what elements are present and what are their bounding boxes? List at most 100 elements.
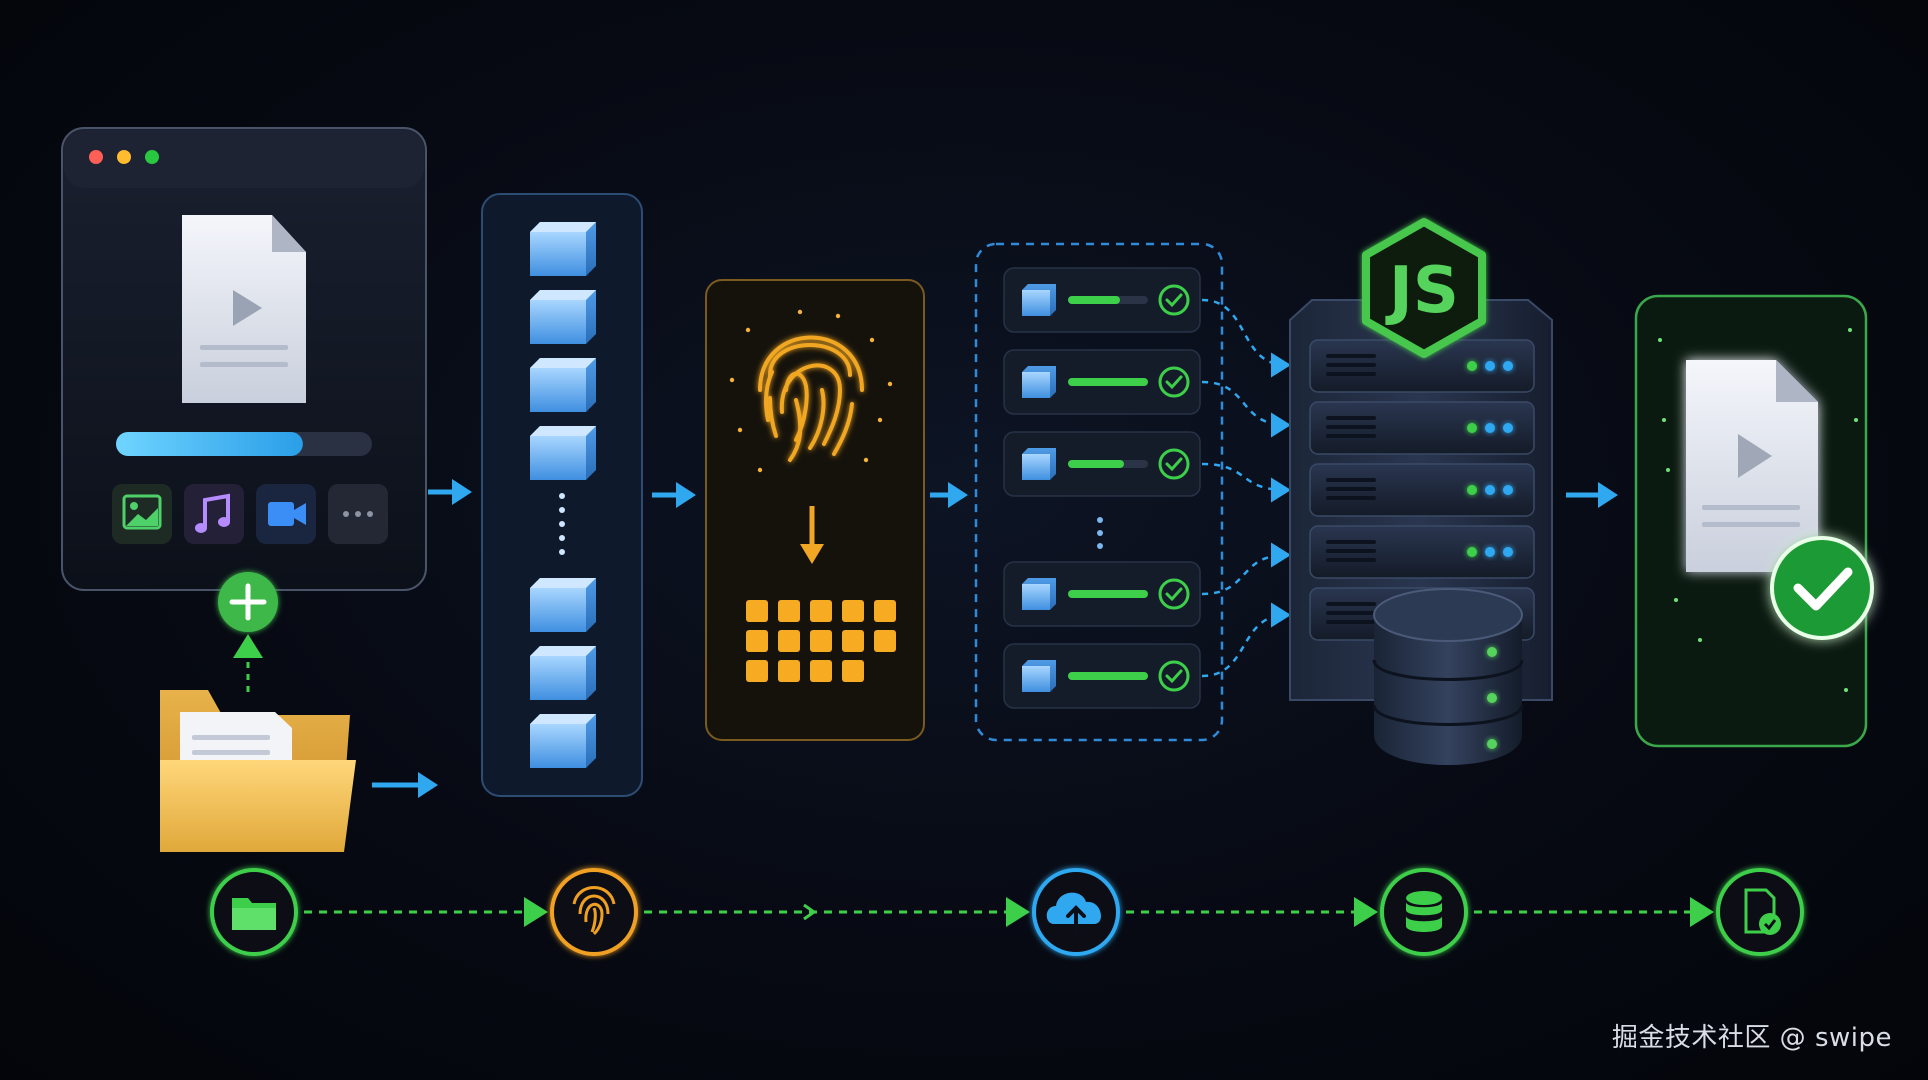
hash-cell: [746, 630, 768, 652]
spark-dot: [1854, 418, 1858, 422]
hash-cell: [874, 600, 896, 622]
queue-link-arrow: [1201, 462, 1291, 503]
pipeline-mid-chevron: [803, 903, 817, 921]
upload-queue-row: [1003, 349, 1201, 415]
chunk-check-icon: [1158, 448, 1190, 480]
hash-cell: [778, 630, 800, 652]
upload-queue-row: [1003, 643, 1201, 709]
spark-dot: [1848, 328, 1852, 332]
upload-window: [61, 127, 427, 591]
hash-cell: [842, 630, 864, 652]
chunk-check-icon: [1158, 366, 1190, 398]
hash-cell: [810, 660, 832, 682]
queue-link-arrow: [1201, 298, 1291, 378]
spark-dot: [1658, 338, 1662, 342]
arrow-window-to-chunks: [428, 479, 472, 505]
upload-queue: [974, 242, 1291, 742]
arrow-chunks-to-hash: [652, 482, 696, 508]
more-icon: [343, 511, 373, 517]
video-camera-icon: [268, 502, 306, 526]
hash-grid: [746, 600, 896, 682]
spark-dot: [1698, 638, 1702, 642]
folder-to-chunks-arrow: [372, 772, 438, 798]
music-icon: [195, 493, 230, 533]
queue-link-arrow: [1201, 380, 1291, 438]
hash-cell: [778, 600, 800, 622]
file-chunk-cube: [530, 290, 596, 344]
window-maximize-dot[interactable]: [145, 150, 159, 164]
spark-dot: [1666, 468, 1670, 472]
video-document-icon: [182, 215, 306, 403]
chunk-check-icon: [1158, 578, 1190, 610]
spark-dot: [887, 381, 893, 387]
server-unit: [1309, 339, 1535, 393]
spark-dot: [877, 417, 883, 423]
spark-dot: [797, 309, 803, 315]
queue-to-server-links: [1201, 298, 1291, 678]
spark-dot: [1662, 418, 1666, 422]
bottom-pipeline: [210, 868, 1804, 956]
file-check-icon: [1716, 868, 1804, 956]
spark-dot: [835, 313, 841, 319]
success-check-icon: [1770, 536, 1874, 640]
upload-queue-row: [1003, 267, 1201, 333]
media-more-tile[interactable]: [328, 484, 388, 544]
window-close-dot[interactable]: [89, 150, 103, 164]
file-chunk-cube: [530, 222, 596, 276]
server-unit: [1309, 525, 1535, 579]
spark-dot: [1674, 598, 1678, 602]
watermark-text: 掘金技术社区 @ swipe: [1611, 1023, 1892, 1053]
cloud-upload-icon: [1032, 868, 1120, 956]
database-cylinder: [1372, 588, 1524, 765]
result-panel: [1634, 294, 1874, 748]
media-music-tile[interactable]: [184, 484, 244, 544]
hash-cell: [746, 600, 768, 622]
arrow-server-to-result: [1566, 482, 1618, 508]
chunk-check-icon: [1158, 660, 1190, 692]
chunk-ellipsis: [559, 493, 565, 555]
spark-dot: [745, 327, 751, 333]
upload-queue-row: [1003, 431, 1201, 497]
completed-document-icon: [1686, 360, 1818, 572]
server-unit: [1309, 401, 1535, 455]
window-minimize-dot[interactable]: [117, 150, 131, 164]
fingerprint-icon: [550, 868, 638, 956]
upload-queue-row: [1003, 561, 1201, 627]
chunk-check-icon: [1158, 284, 1190, 316]
arrow-hash-to-queue: [930, 482, 968, 508]
hash-panel: [705, 279, 925, 741]
fingerprint-icon: [758, 335, 864, 462]
queue-link-arrow: [1201, 542, 1291, 596]
spark-dot: [1844, 688, 1848, 692]
hash-cell: [746, 660, 768, 682]
media-image-tile[interactable]: [112, 484, 172, 544]
spark-dot: [757, 467, 763, 473]
image-icon: [122, 494, 162, 530]
file-chunk-cube: [530, 426, 596, 480]
folder-icon: [160, 690, 356, 852]
hash-cell: [874, 630, 896, 652]
file-chunk-cube: [530, 578, 596, 632]
file-chunk-cube: [530, 714, 596, 768]
spark-dot: [869, 337, 875, 343]
chunk-column: [481, 193, 643, 797]
nodejs-logo: JS: [1362, 218, 1486, 358]
hash-cell: [810, 630, 832, 652]
hash-cell: [778, 660, 800, 682]
spark-dot: [863, 457, 869, 463]
add-file-button[interactable]: [218, 572, 278, 632]
file-chunk-cube: [530, 358, 596, 412]
queue-ellipsis: [1097, 517, 1103, 549]
media-video-tile[interactable]: [256, 484, 316, 544]
hash-cell: [842, 660, 864, 682]
folder-icon: [210, 868, 298, 956]
spark-dot: [729, 377, 735, 383]
queue-link-arrow: [1201, 602, 1291, 678]
file-chunk-cube: [530, 646, 596, 700]
spark-dot: [737, 427, 743, 433]
database-icon: [1380, 868, 1468, 956]
server-unit: [1309, 463, 1535, 517]
hash-arrow-down: [800, 506, 824, 564]
